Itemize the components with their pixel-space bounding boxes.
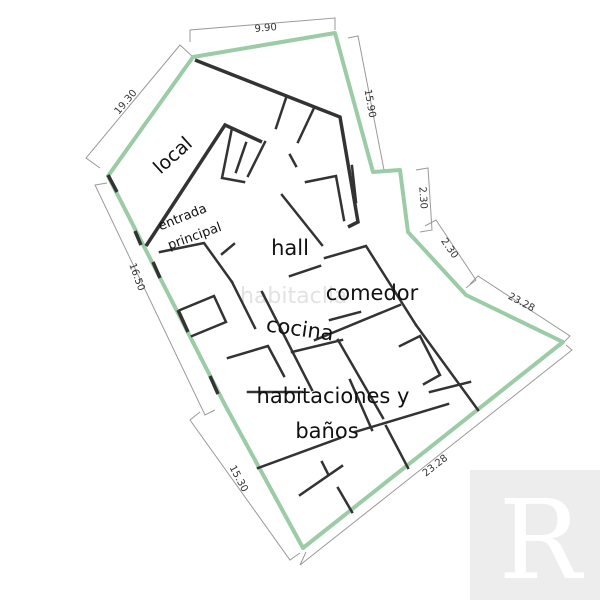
wall-hab-h: [428, 380, 472, 394]
perimeter-wall-segments: [106, 174, 220, 395]
wall-comedor-d: [328, 310, 362, 322]
wall-local-e: [288, 153, 298, 168]
dim-line-bottom: [299, 344, 573, 566]
dimension-lines: [85, 17, 573, 566]
room-label-habitaciones: habitaciones y: [257, 384, 410, 408]
wall-hab-g: [384, 424, 410, 470]
dim-label-upper-right: 15.90: [362, 89, 378, 119]
wall-corridor-1: [260, 290, 314, 392]
dim-line-step-vertical: [415, 167, 433, 233]
room-label-hall: hall: [271, 236, 309, 260]
dim-line-top: [189, 17, 336, 42]
wall-hall-diag: [280, 193, 324, 247]
wall-comedor-c: [414, 323, 480, 412]
wall-comedor-b: [313, 303, 402, 342]
wall-entry-b: [220, 242, 236, 256]
dim-line-step-diagonal: [424, 219, 477, 289]
dim-label-upper-left: 19.30: [113, 88, 140, 117]
wall-accent-1: [106, 174, 119, 193]
local-wall-diagonal: [144, 122, 263, 247]
dim-line-right: [469, 275, 571, 345]
wall-local-f: [304, 174, 346, 222]
interior-walls: [158, 96, 480, 514]
wall-corridor-3: [336, 338, 385, 420]
wall-local-b: [246, 140, 267, 178]
watermark-site-text: habitaclia: [240, 284, 347, 309]
wall-corridor-2: [290, 338, 344, 354]
wall-local-d: [296, 106, 316, 144]
wall-local-box: [220, 126, 246, 184]
wall-local-a: [234, 141, 248, 174]
room-label-local: local: [149, 133, 197, 179]
wall-local-g: [350, 164, 358, 204]
wall-comedor-a: [288, 264, 322, 278]
watermark-logo-box: [470, 470, 600, 600]
dim-label-top: 9.90: [254, 22, 277, 35]
dim-line-mid-left: [94, 182, 216, 416]
dim-line-upper-left: [85, 44, 194, 169]
wall-accent-2: [133, 230, 143, 246]
wall-hab-box: [226, 344, 286, 378]
dim-label-mid-left: 16.50: [126, 262, 146, 293]
wall-comedor-right: [398, 334, 442, 386]
dim-label-step-vertical: 2.30: [416, 186, 429, 209]
dim-label-step-diagonal: 2.30: [438, 236, 460, 261]
wall-accent-5: [208, 375, 220, 395]
wall-entry: [158, 241, 234, 284]
watermark-logo: R: [470, 470, 600, 600]
wall-hab-d: [320, 460, 330, 476]
wall-hab-c: [298, 464, 344, 497]
wall-accent-3: [151, 261, 162, 279]
dim-line-lower-left: [189, 411, 301, 561]
room-label-comedor: comedor: [326, 281, 419, 305]
watermark-logo-letter: R: [499, 476, 585, 600]
dim-label-right: 23.28: [506, 291, 536, 314]
local-walls: [144, 58, 360, 247]
wall-cocina-box: [178, 294, 228, 338]
wall-accent-4: [176, 309, 190, 333]
dim-label-lower-left: 15.30: [227, 464, 250, 494]
wall-corridor-4: [348, 378, 374, 432]
dim-label-bottom: 23.28: [421, 453, 450, 479]
wall-hab-e: [336, 486, 354, 514]
wall-comedor-top: [323, 244, 418, 327]
room-label-cocina: cocina: [265, 312, 336, 345]
wall-local-c: [274, 96, 288, 130]
local-wall-top: [194, 58, 360, 229]
wall-hab-b: [256, 436, 342, 470]
wall-hab-f: [353, 402, 450, 434]
wall-cocina-a: [230, 280, 257, 330]
room-label-banos: baños: [295, 419, 358, 443]
